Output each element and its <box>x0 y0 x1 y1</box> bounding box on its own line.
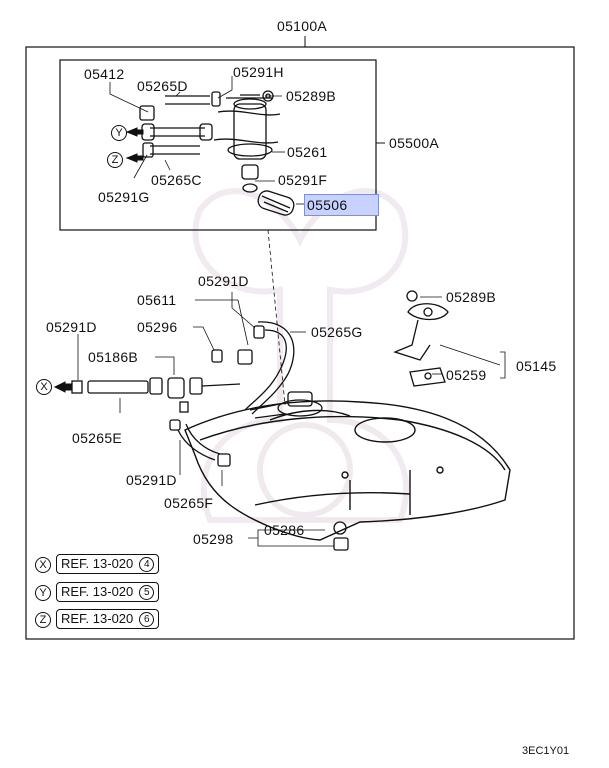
part-05261[interactable]: 05261 <box>287 144 328 160</box>
subassembly-number: 05500A <box>389 135 440 151</box>
hoses-lower <box>71 321 295 467</box>
part-05291G[interactable]: 05291G <box>98 189 150 205</box>
part-05291D-left[interactable]: 05291D <box>46 319 97 335</box>
part-05186B[interactable]: 05186B <box>88 349 139 365</box>
part-05265E[interactable]: 05265E <box>72 430 123 446</box>
part-05289B-top[interactable]: 05289B <box>286 88 337 104</box>
ref-text-x: REF. 13-020 <box>61 556 134 571</box>
fuel-pump-assembly <box>213 94 295 216</box>
part-05291D-low[interactable]: 05291D <box>126 472 177 488</box>
part-05265F[interactable]: 05265F <box>164 495 214 511</box>
ref-text-y: REF. 13-020 <box>61 584 134 599</box>
part-05298[interactable]: 05298 <box>193 531 234 547</box>
part-05506[interactable]: 05506 <box>304 194 379 216</box>
ref-num-y: 5 <box>139 585 155 600</box>
ref-letter-y: Y <box>35 585 51 601</box>
part-05291F[interactable]: 05291F <box>278 172 328 188</box>
fuel-tank <box>184 400 511 541</box>
outer-frame <box>25 46 575 640</box>
ref-letter-z: Z <box>35 612 51 628</box>
fuel-sender-on-tank <box>249 391 323 419</box>
connector-arrows-upper <box>125 127 144 163</box>
part-05286[interactable]: 05286 <box>264 522 305 538</box>
ref-box-z[interactable]: REF. 13-020 6 <box>56 609 160 629</box>
ref-num-x: 4 <box>139 557 155 572</box>
ref-num-z: 6 <box>139 612 155 627</box>
leader-lines-lower <box>77 292 506 547</box>
subassembly-frame <box>59 59 377 231</box>
part-05412[interactable]: 05412 <box>84 66 125 82</box>
connector-z-upper: Z <box>107 152 123 168</box>
part-05291D-a[interactable]: 05291D <box>198 273 249 289</box>
ref-letter-x: X <box>35 557 51 573</box>
hoses-upper <box>139 90 274 158</box>
part-05296[interactable]: 05296 <box>137 319 178 335</box>
diagram-code: 3EC1Y01 <box>522 745 570 757</box>
part-05145[interactable]: 05145 <box>516 358 557 374</box>
part-05259[interactable]: 05259 <box>446 367 487 383</box>
part-05291H[interactable]: 05291H <box>233 64 284 80</box>
ref-text-z: REF. 13-020 <box>61 611 134 626</box>
connector-arrow-x <box>53 381 72 393</box>
part-05265C[interactable]: 05265C <box>151 172 202 188</box>
ref-box-y[interactable]: REF. 13-020 5 <box>56 582 160 602</box>
link-line <box>267 229 286 406</box>
bracket-parts <box>333 290 449 551</box>
connector-x-lower: X <box>36 379 52 395</box>
watermark <box>192 188 410 523</box>
ref-box-x[interactable]: REF. 13-020 4 <box>56 554 160 574</box>
assembly-number: 05100A <box>277 18 328 34</box>
connector-y-upper: Y <box>111 125 127 141</box>
part-05611[interactable]: 05611 <box>137 292 177 308</box>
leader-lines-upper <box>109 76 306 205</box>
part-05265D[interactable]: 05265D <box>137 78 188 94</box>
part-05289B-bottom[interactable]: 05289B <box>446 289 497 305</box>
part-05265G[interactable]: 05265G <box>311 324 363 340</box>
